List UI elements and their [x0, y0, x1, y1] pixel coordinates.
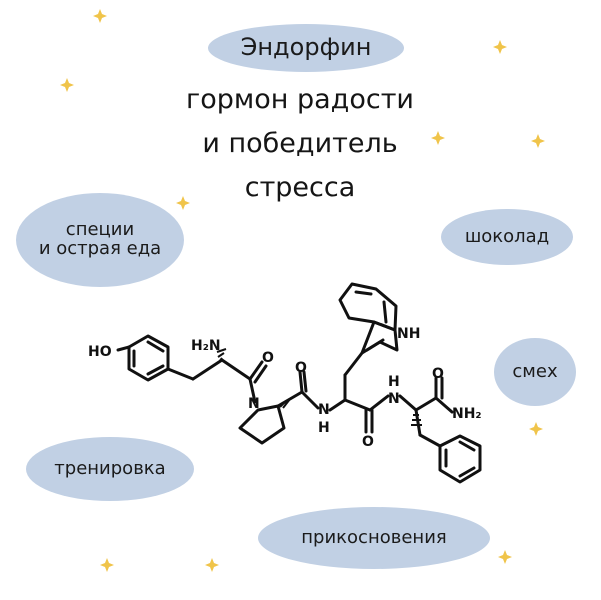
sparkle-icon	[498, 550, 512, 564]
label-o-gly: O	[362, 434, 374, 450]
subtitle-line-1: гормон радости	[186, 84, 414, 115]
spice-line-1: специи	[65, 219, 135, 241]
sparkle-icon	[431, 131, 445, 145]
title-bubble: Эндорфин	[208, 24, 404, 72]
sparkle-icon	[493, 40, 507, 54]
sparkle-icon	[205, 558, 219, 572]
source-bubble-touch: прикосновения	[258, 507, 490, 569]
training-label: тренировка	[54, 457, 166, 479]
phenyl-ring	[438, 434, 482, 484]
atom-labels: HO H₂N O N O N H O NH H N O NH₂	[88, 326, 482, 450]
stereo-bonds	[216, 348, 422, 426]
touch-label: прикосновения	[301, 526, 447, 548]
label-o-pro: O	[295, 360, 307, 376]
sparkle-icon	[93, 9, 107, 23]
label-h2n: H₂N	[191, 338, 221, 354]
laughter-label: смех	[512, 360, 558, 382]
sparkle-icon	[176, 196, 190, 210]
sparkle-decorations	[60, 9, 545, 572]
label-n-proline: N	[248, 396, 260, 412]
label-h-amide1: H	[318, 420, 330, 436]
label-nh-indole: NH	[397, 326, 420, 342]
label-h-amide2: H	[388, 374, 400, 390]
sparkle-icon	[531, 134, 545, 148]
label-ho: HO	[88, 344, 112, 360]
label-o-tyr: O	[262, 350, 274, 366]
chocolate-label: шоколад	[464, 225, 550, 247]
indole-benzene-ring	[338, 282, 398, 332]
subtitle-line-2: и победитель	[202, 128, 398, 159]
proline-ring	[238, 404, 286, 445]
label-n-amide1: N	[318, 402, 330, 418]
title-text: Эндорфин	[240, 33, 372, 62]
sparkle-icon	[60, 78, 74, 92]
sparkle-icon	[529, 422, 543, 436]
source-bubble-laughter: смех	[494, 338, 576, 406]
label-o-phe: O	[432, 366, 444, 382]
sparkle-icon	[100, 558, 114, 572]
label-n-amide2: N	[388, 391, 400, 407]
subtitle-line-3: стресса	[244, 172, 356, 203]
label-nh2-terminal: NH₂	[452, 406, 482, 422]
source-bubble-training: тренировка	[26, 437, 194, 501]
molecule-bonds	[116, 282, 482, 484]
subtitle: гормон радости и победитель стресса	[150, 78, 450, 210]
spice-line-2: и острая еда	[38, 238, 162, 259]
source-bubble-spice: специи и острая еда	[16, 193, 184, 287]
source-bubble-chocolate: шоколад	[441, 209, 573, 265]
